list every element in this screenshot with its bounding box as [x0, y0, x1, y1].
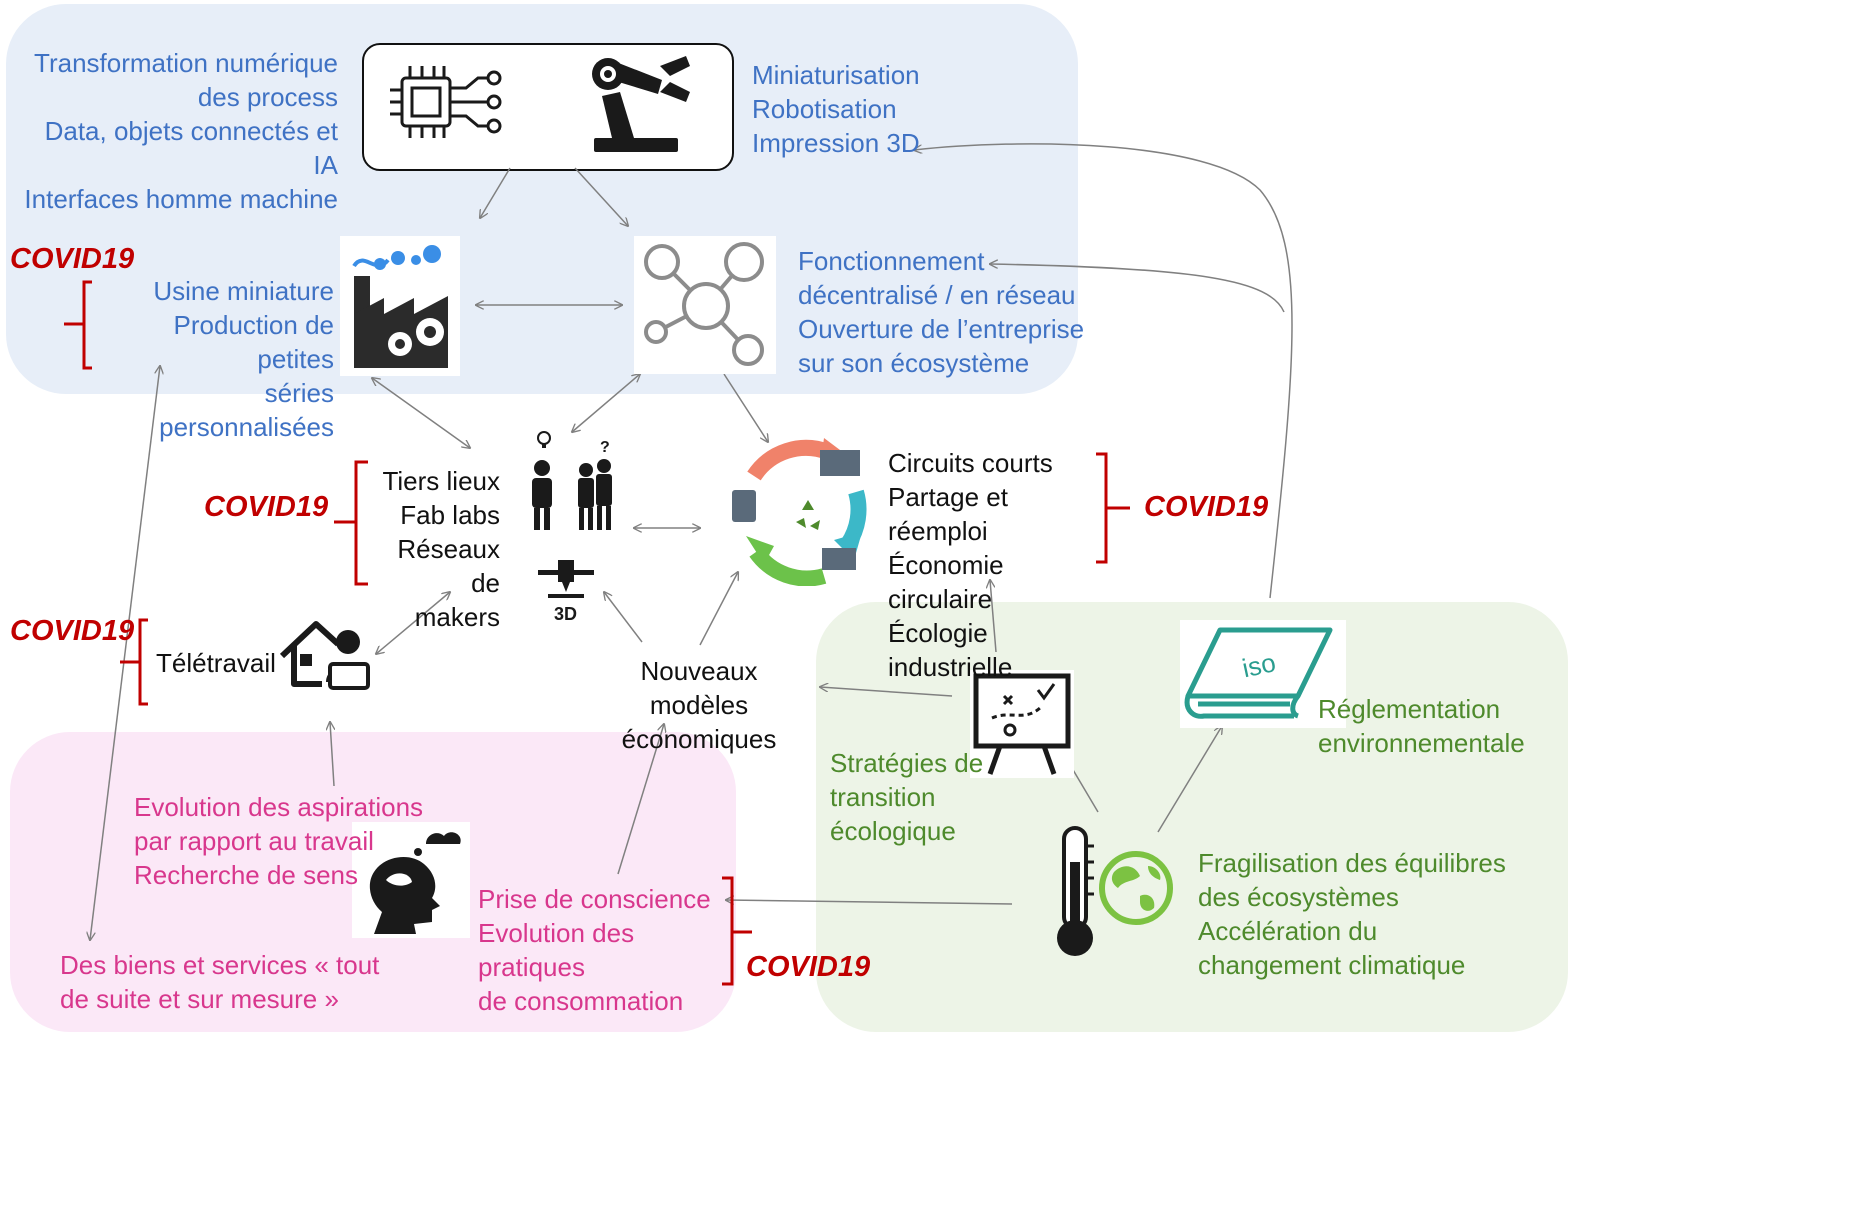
arrow-climate-to-awareness: [726, 900, 1013, 905]
regulation-text: Réglementation environnementale: [1318, 694, 1525, 758]
covid-label-circular: COVID19: [1144, 491, 1269, 523]
svg-text:?: ?: [600, 439, 610, 456]
arrow-regulation-to-tech: [914, 143, 1293, 599]
new-models-text: Nouveaux modèles économiques: [621, 656, 777, 754]
goods-text: Des biens et services « tout de suite et…: [60, 950, 380, 1014]
arrow-models-to-circular: [699, 572, 738, 646]
arrow-network-circular: [723, 373, 768, 442]
arrow-tech-to-network: [574, 167, 628, 226]
makers-text: Tiers lieux Fab labs Réseaux de makers: [382, 466, 500, 632]
iso-book-icon: iso: [1180, 620, 1346, 728]
factory-gears-icon: [340, 236, 460, 376]
aspirations-text: Evolution des aspirations par rapport au…: [134, 792, 424, 890]
strategy-board-icon: [970, 670, 1074, 778]
arrow-goods-factory: [90, 366, 160, 940]
bracket-makers: [334, 460, 368, 586]
tech-right-text: Miniaturisation Robotisation Impression …: [752, 60, 920, 158]
covid-label-factory: COVID19: [10, 243, 135, 275]
bracket-awareness: [722, 876, 752, 986]
circular-text: Circuits courts Partage et réemploi Écon…: [888, 448, 1053, 682]
book-iso-label: iso: [1239, 647, 1278, 683]
tech-left-text: Transformation numérique des process Dat…: [24, 48, 338, 214]
bracket-circular: [1096, 452, 1130, 564]
covid-label-makers: COVID19: [204, 491, 329, 523]
bracket-telework: [120, 618, 148, 706]
arrow-strategy-to-circular: [990, 580, 997, 653]
makers-people-icon: ?: [532, 431, 612, 530]
arrow-aspirations-to-telework: [330, 722, 334, 787]
arrow-regulation-to-network: [990, 264, 1285, 313]
svg-text:3D: 3D: [554, 604, 577, 622]
covid-label-telework: COVID19: [10, 615, 135, 647]
arrow-factory-makers: [372, 378, 470, 448]
robot-arm-icon: [592, 56, 690, 152]
thermometer-globe-icon: [1057, 826, 1173, 956]
factory-text: Usine miniature Production de petites sé…: [153, 276, 334, 442]
arrow-awareness-to-models: [617, 724, 664, 875]
arrow-models-to-printer: [604, 592, 643, 643]
arrow-tech-to-factory: [480, 167, 511, 218]
arrow-telework-makers: [376, 592, 450, 654]
chip-icon: [390, 66, 502, 138]
home-office-icon: [279, 621, 370, 690]
arrow-strategy-to-models: [820, 687, 953, 697]
network-hub-icon: [634, 236, 776, 374]
covid-label-awareness: COVID19: [746, 951, 871, 983]
bracket-factory: [64, 280, 92, 370]
arrow-climate-to-regulation: [1157, 726, 1222, 833]
fragility-text: Fragilisation des équilibres des écosyst…: [1198, 848, 1506, 980]
telework-label: Télétravail: [156, 648, 276, 678]
3d-printer-icon: 3D: [538, 560, 594, 622]
network-text: Fonctionnement décentralisé / en réseau …: [798, 246, 1085, 378]
arrow-network-makers: [572, 374, 640, 432]
recycle-cycle-icon: [732, 438, 867, 586]
awareness-text: Prise de conscience Evolution des pratiq…: [478, 884, 711, 1016]
strategies-text: Stratégies de transition écologique: [830, 748, 984, 846]
thinking-head-icon: [352, 822, 470, 938]
